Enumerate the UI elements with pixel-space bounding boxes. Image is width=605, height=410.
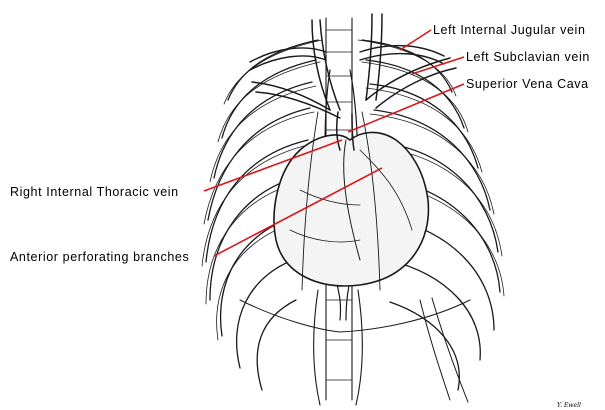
label-left-subclavian-vein: Left Subclavian vein — [466, 50, 590, 64]
artist-signature: Y. Ewell — [557, 402, 581, 409]
label-anterior-perforating-branches: Anterior perforating branches — [10, 250, 189, 264]
clavicles — [250, 46, 444, 70]
heart — [274, 132, 428, 286]
label-superior-vena-cava: Superior Vena Cava — [466, 77, 589, 91]
label-right-internal-thoracic-vein: Right Internal Thoracic vein — [10, 185, 179, 199]
label-left-internal-jugular-vein: Left Internal Jugular vein — [433, 23, 586, 37]
neck-veins — [252, 14, 456, 118]
lower-thorax — [240, 298, 470, 402]
